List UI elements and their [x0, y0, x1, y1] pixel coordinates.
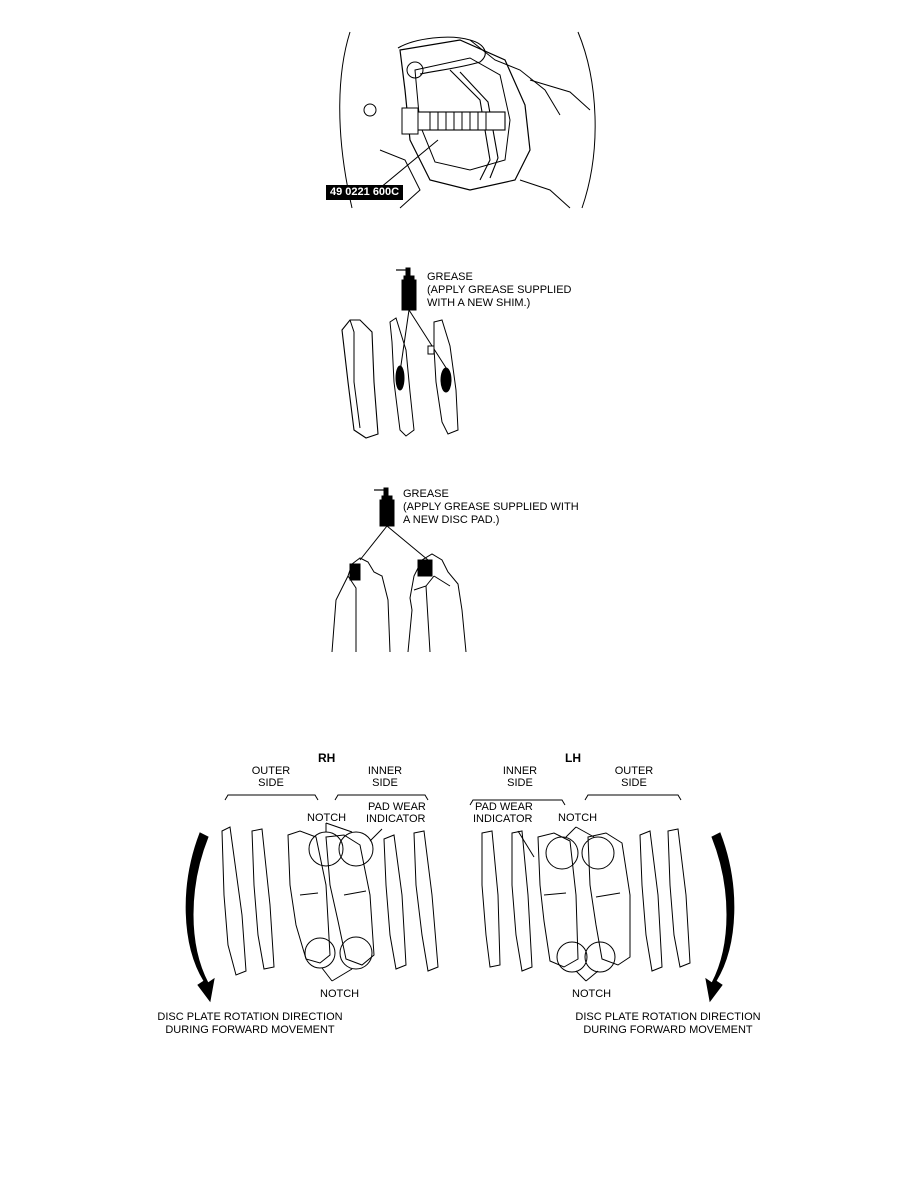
caliper-piston-drawing: [339, 31, 596, 209]
lh-inner-side-line1: INNER: [502, 765, 538, 777]
rh-rotation-arrow: [185, 832, 215, 1003]
rh-pad-wear-indicator-line1: PAD WEAR: [368, 801, 426, 813]
shim-grease-figure: GREASE GREASE (APPLY GREASE SUPPLIED WIT…: [330, 262, 610, 444]
rh-rotation-line2: DURING FORWARD MOVEMENT: [165, 1024, 335, 1036]
rh-rotation-line1: DISC PLATE ROTATION DIRECTION: [157, 1011, 343, 1023]
rh-inner-side-line2: SIDE: [372, 777, 398, 789]
lh-rotation-line2: DURING FORWARD MOVEMENT: [583, 1024, 753, 1036]
lh-notch-bottom-label: NOTCH: [572, 988, 612, 1000]
rh-notch-top-label: NOTCH: [307, 812, 347, 824]
lh-inner-side-line2: SIDE: [507, 777, 533, 789]
lh-title: LH: [565, 751, 581, 765]
lh-notch-top-label: NOTCH: [558, 812, 598, 824]
grease-note-line1: (APPLY GREASE SUPPLIED: [427, 284, 572, 296]
rh-outer-side-line1: OUTER: [251, 765, 291, 777]
rh-title: RH: [318, 751, 336, 765]
disc-pad-grease-figure: GREASE GREASE (APPLY GREASE SUPPLIED WIT…: [330, 480, 610, 652]
lh-rotation-line1: DISC PLATE ROTATION DIRECTION: [575, 1011, 761, 1023]
pad-orientation-figure: RH OUTER SIDE INNER SIDE PAD WEAR INDICA…: [140, 745, 780, 1045]
caliper-piston-figure: 49 0221 600C: [320, 30, 610, 210]
rh-pad-wear-indicator-line2: INDICATOR: [366, 813, 426, 825]
lh-pad-wear-indicator-line2: INDICATOR: [473, 813, 533, 825]
pad-orientation-drawing: [185, 794, 735, 1003]
grease-note-2-line1: (APPLY GREASE SUPPLIED WITH: [403, 501, 579, 513]
lh-outer-side-line2: SIDE: [621, 777, 647, 789]
grease-label: GREASE: [427, 271, 473, 283]
lh-outer-side-line1: OUTER: [614, 765, 654, 777]
lh-pad-wear-indicator-line1: PAD WEAR: [475, 801, 533, 813]
grease-note-line2: WITH A NEW SHIM.): [427, 297, 531, 309]
rh-outer-side-line2: SIDE: [258, 777, 284, 789]
disc-pad-grease-drawing: GREASE: [331, 487, 467, 652]
rh-notch-bottom-label: NOTCH: [320, 988, 360, 1000]
grease-note-2-line2: A NEW DISC PAD.): [403, 514, 500, 526]
shim-grease-drawing: GREASE: [341, 267, 459, 439]
grease-label-2: GREASE: [403, 488, 449, 500]
rh-inner-side-line1: INNER: [367, 765, 403, 777]
lh-rotation-arrow: [705, 832, 735, 1003]
grease-can-label-2: GREASE: [387, 502, 393, 524]
grease-can-label: GREASE: [409, 282, 415, 304]
tool-number-tag: 49 0221 600C: [326, 185, 404, 200]
